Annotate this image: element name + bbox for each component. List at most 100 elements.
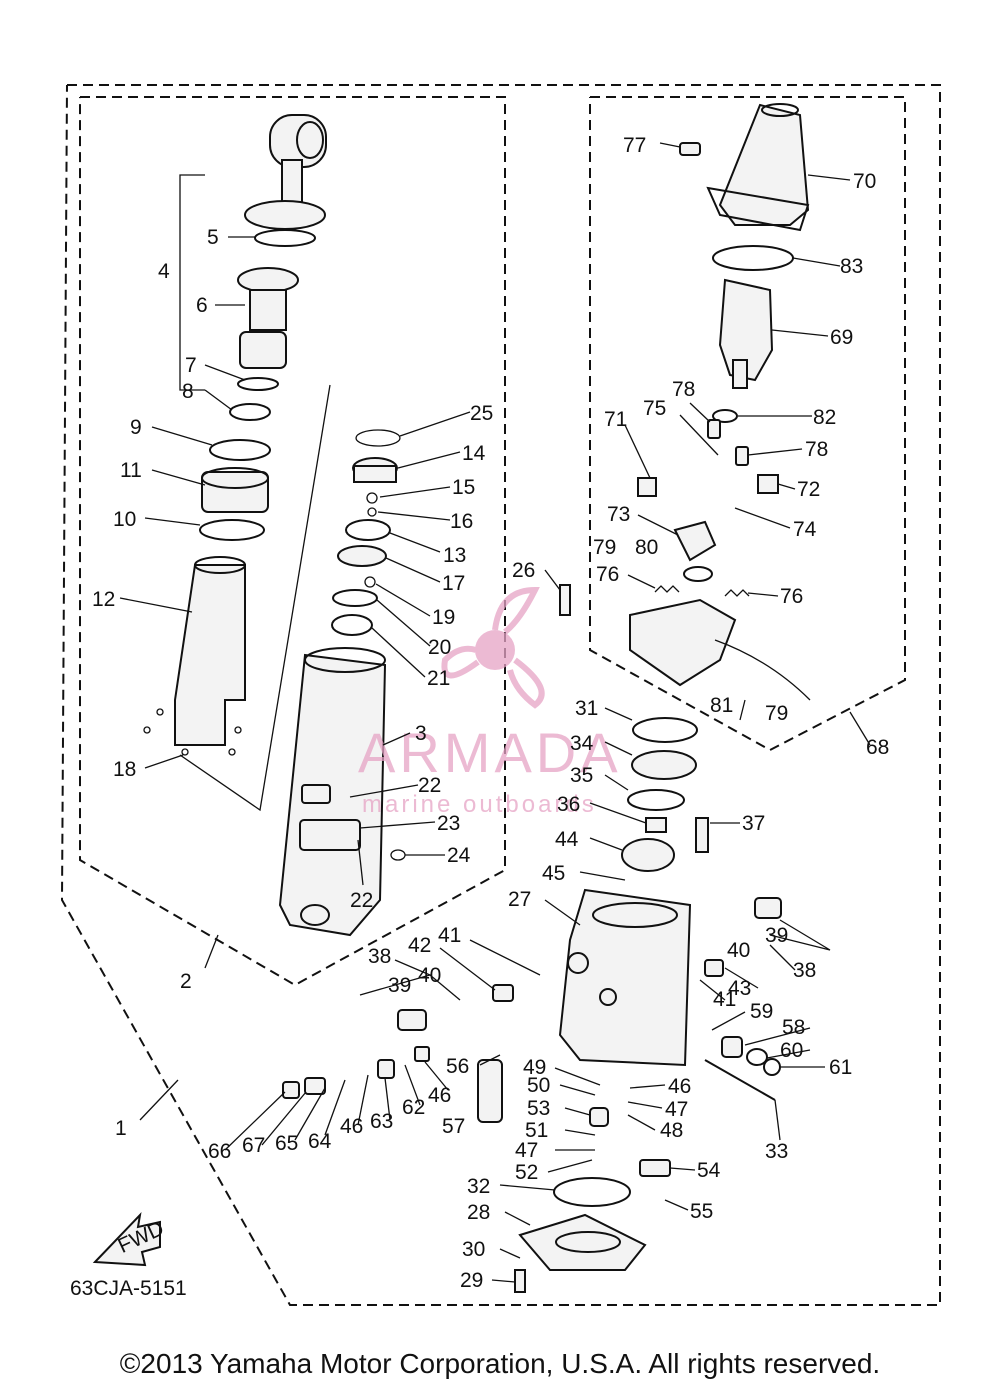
part-32-oring <box>553 1177 631 1207</box>
callout: 39 <box>388 974 411 997</box>
part-28-inner <box>555 1231 621 1253</box>
callout: 32 <box>467 1175 490 1198</box>
part-70-flange <box>706 186 810 232</box>
callout: 61 <box>829 1056 852 1079</box>
callout: 15 <box>452 476 475 499</box>
callout: 28 <box>467 1201 490 1224</box>
callout: 52 <box>515 1161 538 1184</box>
leader-lines <box>119 142 871 1283</box>
callout: 42 <box>408 934 431 957</box>
outline-assembly-1 <box>60 84 941 1306</box>
part-6-piston <box>237 267 299 293</box>
part-18-ball <box>156 708 164 716</box>
part-27-housing <box>558 888 692 1067</box>
fwd-arrow: FWD <box>92 1211 168 1267</box>
callout: 59 <box>750 1000 773 1023</box>
part-39-plug <box>397 1009 427 1031</box>
callout: 22 <box>418 774 441 797</box>
part-78-screw <box>735 446 749 466</box>
callout: 44 <box>555 828 579 851</box>
callout: 24 <box>447 844 471 867</box>
callout: 20 <box>428 636 451 659</box>
callout: 21 <box>427 667 450 690</box>
leader-tilt <box>179 384 331 812</box>
part-46-nut <box>414 1046 430 1062</box>
callout: 23 <box>437 812 460 835</box>
callout: 9 <box>130 416 142 439</box>
tilt-cylinder-group <box>179 384 406 937</box>
callout: 68 <box>866 736 889 759</box>
callout: 40 <box>727 939 750 962</box>
callout: 41 <box>713 988 736 1011</box>
pump-group <box>282 717 782 1293</box>
callout: 81 <box>710 694 733 717</box>
part-77-screw <box>679 142 701 156</box>
part-66-plug <box>282 1081 300 1099</box>
part-9-oring <box>209 439 271 461</box>
callout: 38 <box>793 959 816 982</box>
callout: 60 <box>780 1039 803 1062</box>
watermark-propeller-hub <box>475 630 515 670</box>
callout: 48 <box>660 1119 683 1142</box>
callout: 46 <box>340 1115 363 1138</box>
part-18-ball <box>234 726 242 734</box>
part-72-brush <box>757 474 779 494</box>
rod-eye-bore <box>296 121 324 159</box>
part-63-pin <box>377 1059 395 1079</box>
part-69-shaft <box>732 359 748 389</box>
callout: 40 <box>418 964 441 987</box>
callout: 67 <box>242 1134 265 1157</box>
callout: 7 <box>185 354 197 377</box>
callout: 53 <box>527 1097 550 1120</box>
callout: 18 <box>113 758 136 781</box>
callout: 46 <box>428 1084 451 1107</box>
callout: 11 <box>120 459 142 482</box>
callout: 34 <box>570 732 594 755</box>
callout: 74 <box>793 518 817 541</box>
callout: 65 <box>275 1132 298 1155</box>
part-23-valve <box>299 819 361 851</box>
part-82-washer <box>712 409 738 423</box>
callout: 2 <box>180 970 192 993</box>
part-6-body <box>249 289 287 331</box>
trim-cylinder-group <box>143 114 327 756</box>
callout: 6 <box>196 294 208 317</box>
part-54-plate <box>639 1159 671 1177</box>
outline-assembly-68 <box>589 96 906 752</box>
callout: 5 <box>207 226 219 249</box>
part-61-nut <box>763 1058 781 1076</box>
callout: 71 <box>604 408 627 431</box>
part-81-base <box>629 598 737 687</box>
callout: 49 <box>523 1056 546 1079</box>
part-11-gland <box>201 471 269 513</box>
callout: 75 <box>643 397 666 420</box>
callout: 13 <box>443 544 466 567</box>
part-3-eye <box>300 904 330 926</box>
callout: 55 <box>690 1200 713 1223</box>
part-19-spring <box>364 576 376 588</box>
part-15-ring <box>366 492 378 504</box>
callout: 79 <box>765 702 788 725</box>
part-16-ring <box>367 507 377 517</box>
part-39-plug <box>754 897 782 919</box>
part-10-oring <box>199 519 265 541</box>
part-76-spring <box>654 585 680 593</box>
part-26-screw <box>559 584 571 616</box>
motor-group <box>559 103 811 701</box>
callout: 56 <box>446 1055 469 1078</box>
callout: 17 <box>442 572 465 595</box>
part-69-armature <box>718 278 774 382</box>
part-21-clip <box>331 614 373 636</box>
part-5-cap <box>244 200 326 230</box>
watermark-brand: ARMADA <box>358 721 622 784</box>
part-73-plate <box>673 520 717 562</box>
part-24-oring <box>390 849 406 861</box>
callout-labels: 1 2 3 4 5 6 7 8 9 10 11 12 13 14 15 16 1… <box>92 134 889 1292</box>
part-70-top <box>761 103 799 117</box>
part-7-valve <box>239 331 287 369</box>
part-31-oring <box>632 717 698 743</box>
callout: 70 <box>853 170 876 193</box>
callout: 63 <box>370 1110 393 1133</box>
callout: 58 <box>782 1016 805 1039</box>
callout: 76 <box>596 563 619 586</box>
